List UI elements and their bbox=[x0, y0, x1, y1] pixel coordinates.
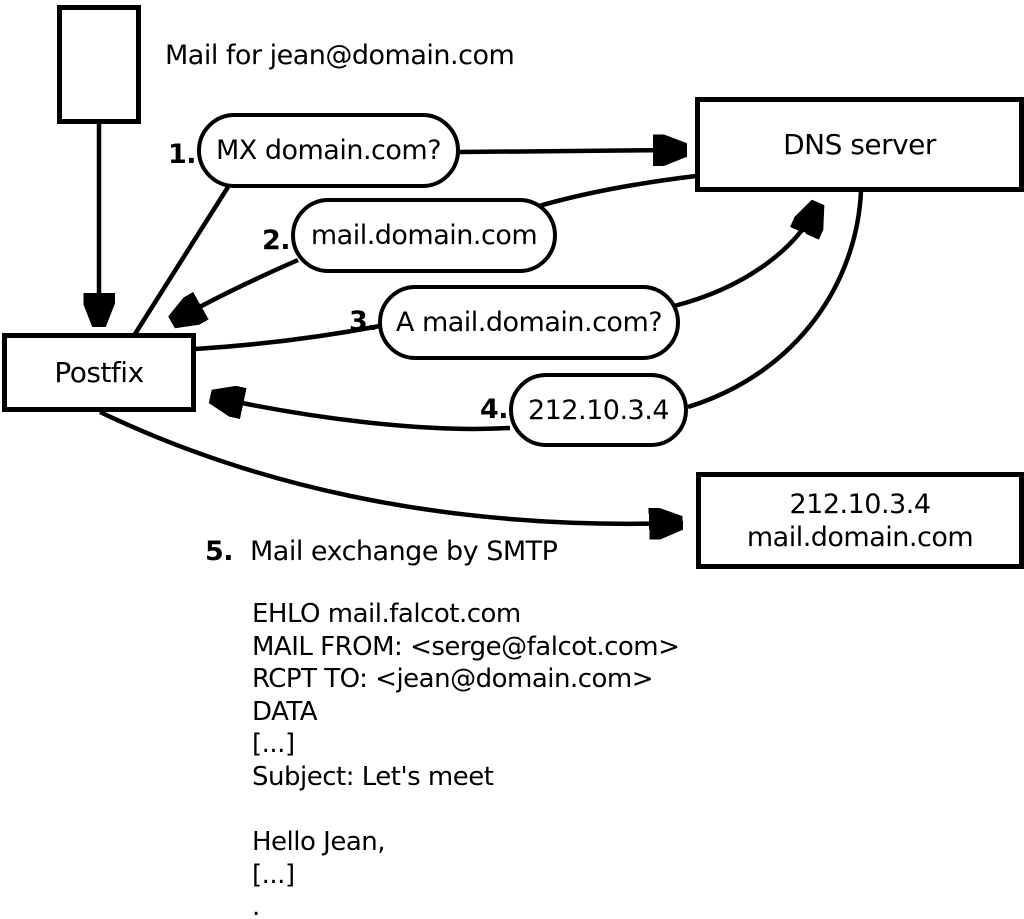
mail-server-hostname: mail.domain.com bbox=[746, 521, 974, 553]
smtp-line: [...] bbox=[252, 859, 295, 890]
answer-pill-ip: 212.10.3.4 bbox=[509, 373, 688, 447]
arrow-a-query-to-dns bbox=[673, 205, 817, 309]
mail-server-labels: 212.10.3.4 mail.domain.com bbox=[746, 488, 974, 554]
dns-server-label: DNS server bbox=[783, 128, 936, 161]
smtp-transcript: EHLO mail.falcot.com MAIL FROM: <serge@f… bbox=[252, 598, 680, 919]
smtp-line: MAIL FROM: <serge@falcot.com> bbox=[252, 631, 680, 662]
mail-server-ip: 212.10.3.4 bbox=[789, 488, 932, 520]
answer-pill-mx: mail.domain.com bbox=[291, 198, 557, 273]
line-dns-to-mx-answer bbox=[538, 173, 697, 209]
step-number-1: 1. bbox=[167, 139, 197, 170]
mail-document-node bbox=[57, 5, 141, 124]
smtp-line: [...] bbox=[252, 729, 295, 760]
step-number-4: 4. bbox=[479, 394, 509, 425]
smtp-line: RCPT TO: <jean@domain.com> bbox=[252, 664, 654, 695]
step-number-2: 2. bbox=[261, 225, 291, 256]
line-dns-to-a-answer bbox=[687, 190, 864, 410]
postfix-label: Postfix bbox=[54, 356, 144, 389]
arrow-mx-answer-to-postfix bbox=[174, 257, 299, 321]
line-postfix-to-a-query bbox=[194, 323, 381, 352]
dns-server-node: DNS server bbox=[695, 97, 1024, 192]
smtp-line: EHLO mail.falcot.com bbox=[252, 599, 521, 629]
query-pill-a: A mail.domain.com? bbox=[378, 285, 680, 360]
mail-server-node: 212.10.3.4 mail.domain.com bbox=[696, 472, 1024, 569]
arrow-a-answer-to-postfix bbox=[213, 397, 511, 432]
smtp-line: Hello Jean, bbox=[252, 827, 386, 858]
smtp-line bbox=[252, 794, 679, 827]
smtp-line: DATA bbox=[252, 696, 317, 727]
smtp-line: . bbox=[252, 892, 260, 919]
step-number-5: 5. bbox=[204, 536, 234, 567]
step-5-label: Mail exchange by SMTP bbox=[250, 536, 558, 567]
arrow-mx-query-to-dns bbox=[458, 150, 684, 152]
line-postfix-to-mx-query bbox=[133, 185, 230, 336]
arrow-smtp-to-mail-server bbox=[99, 409, 680, 524]
step-number-3: 3. bbox=[348, 306, 378, 337]
diagram-title: Mail for jean@domain.com bbox=[165, 40, 515, 71]
postfix-node: Postfix bbox=[2, 333, 196, 412]
query-pill-mx: MX domain.com? bbox=[197, 113, 460, 188]
smtp-line: Subject: Let's meet bbox=[252, 761, 494, 792]
